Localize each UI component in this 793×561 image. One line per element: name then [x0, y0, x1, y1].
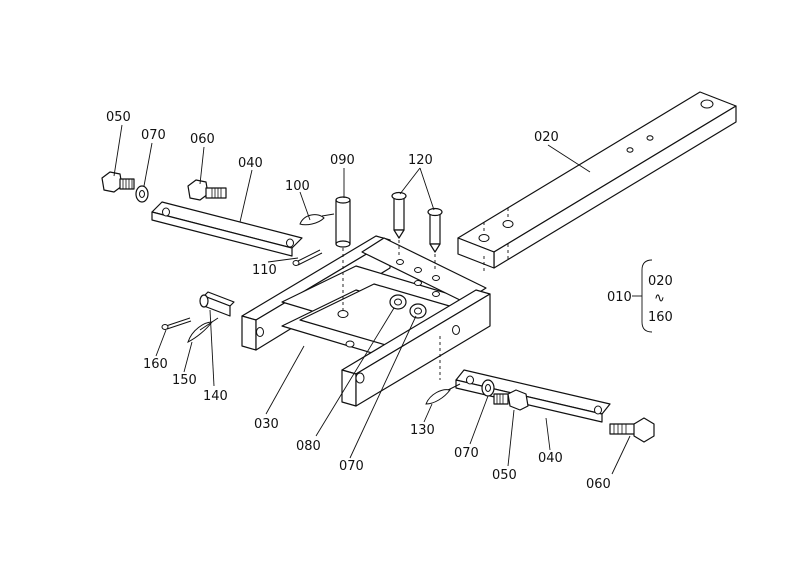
- clip-pin-part-100: [299, 213, 335, 226]
- label-150: 150: [172, 373, 197, 388]
- part-labels: 050 070 060 040 100 090 120 020 110 010 …: [106, 110, 673, 492]
- bolt-part-060-upper: [187, 179, 227, 201]
- cotter-pin-part-110: [292, 249, 323, 266]
- label-060-lower: 060: [586, 477, 611, 492]
- label-range-tilde: ∿: [654, 291, 665, 306]
- pin-part-140: [199, 291, 235, 317]
- clip-pin-part-130: [425, 383, 461, 405]
- label-090: 090: [330, 153, 355, 168]
- label-060-upper: 060: [190, 132, 215, 147]
- label-range-bottom: 160: [648, 310, 673, 325]
- spring-clip-part-150: [187, 317, 219, 343]
- label-030: 030: [254, 417, 279, 432]
- label-040-upper: 040: [238, 156, 263, 171]
- pin-part-090: [335, 196, 351, 312]
- label-100: 100: [285, 179, 310, 194]
- bolt-part-060-lower: [609, 417, 655, 443]
- frame-bracket-part-030: [241, 235, 491, 407]
- drawbar-part-020: [457, 91, 737, 272]
- label-110: 110: [252, 263, 277, 278]
- label-040-lower: 040: [538, 451, 563, 466]
- link-plate-part-040-lower: [455, 369, 611, 423]
- label-120: 120: [408, 153, 433, 168]
- label-050-lower: 050: [492, 468, 517, 483]
- label-070-upper: 070: [141, 128, 166, 143]
- label-160: 160: [143, 357, 168, 372]
- label-140: 140: [203, 389, 228, 404]
- washer-part-070-upper: [135, 185, 149, 203]
- leader-lines: [113, 124, 653, 475]
- label-080: 080: [296, 439, 321, 454]
- bolt-part-050-lower: [493, 389, 529, 411]
- label-010: 010: [607, 290, 632, 305]
- link-plate-part-040-upper: [151, 201, 303, 257]
- label-020: 020: [534, 130, 559, 145]
- label-050-upper: 050: [106, 110, 131, 125]
- pins-part-120: [391, 191, 443, 272]
- collar-part-080: [389, 294, 427, 319]
- label-range-top: 020: [648, 274, 673, 289]
- label-130: 130: [410, 423, 435, 438]
- bolt-part-050-upper: [101, 171, 135, 193]
- label-070-center: 070: [339, 459, 364, 474]
- cotter-pin-part-160: [161, 317, 192, 330]
- label-070-lower: 070: [454, 446, 479, 461]
- washer-part-070-lower: [481, 379, 495, 397]
